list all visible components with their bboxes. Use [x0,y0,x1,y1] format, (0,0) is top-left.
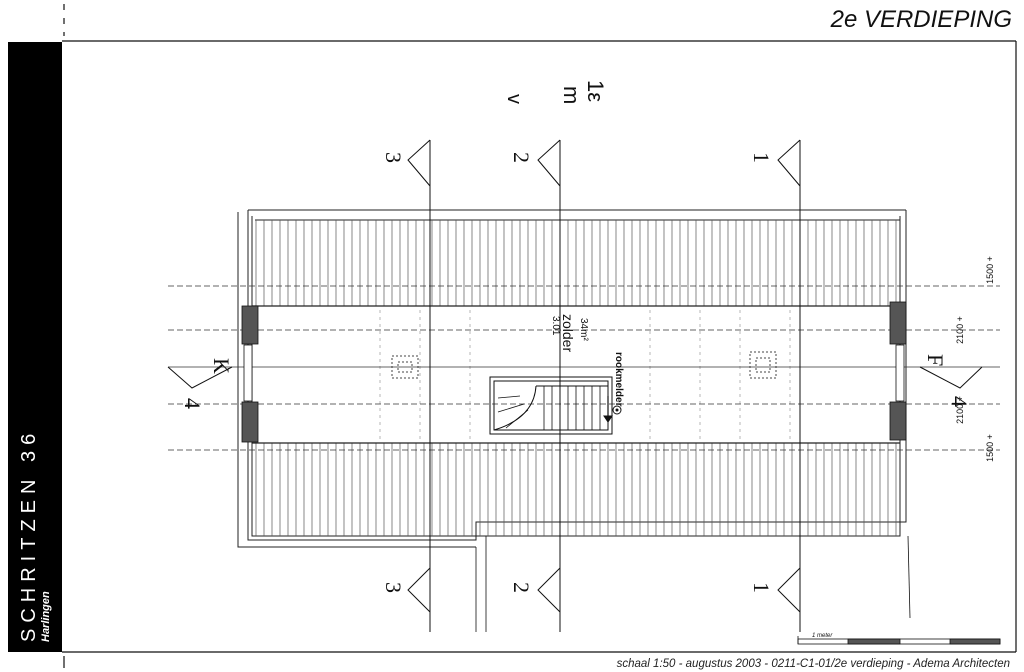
axis-label-top-3: 3 [381,152,406,163]
title-block-sidebar: SCHRITZEN 36 Harlingen [8,42,62,652]
axis-label-top-2: 2 [509,152,534,163]
room-area: 34m² [578,318,589,341]
smoke-detector-icon [612,405,622,415]
attic-floor-lines [379,310,791,440]
dimension-label-1: 1500 + [985,256,995,284]
section-letter-left: K [209,358,234,374]
mark-e: 1ε [583,80,608,102]
smoke-detector-center [615,408,619,412]
skylight-left [391,355,419,379]
section-letter-right: F [923,354,948,366]
smoke-detector-label: rookmelder [613,352,624,407]
axis-markers-bottom [407,567,801,613]
mark-m: m [559,86,584,104]
building-outline [237,209,907,548]
section-number-left: 4 [180,398,205,409]
dimension-label-2: 2100 + [955,316,965,344]
axis-label-bottom-3: 3 [381,582,406,593]
section-marker-left-arrow [167,366,233,389]
staircase [489,376,613,435]
axis-label-bottom-2: 2 [509,582,534,593]
roof-tiles-bottom [255,443,897,536]
wall-columns [241,301,907,443]
dimension-label-3: 2100 + [955,396,965,424]
axis-markers-top [407,139,801,187]
page-title: 2e VERDIEPING [830,6,1012,33]
scale-bar-label: 1 meter [812,633,833,639]
scale-bar [797,636,1001,645]
axis-label-bottom-1: 1 [749,582,774,593]
room-height: 3.01 [550,316,561,336]
outline-line-right [907,535,911,619]
window-frames [243,344,905,402]
room-name: zolder [560,314,576,352]
roof-tiles-top [255,220,897,306]
dimension-label-4: 1500 + [985,434,995,462]
mark-v: v [503,94,525,104]
section-number-right: 4 [947,396,972,407]
section-marker-right-arrow [919,366,983,389]
drawing-caption: schaal 1:50 - augustus 2003 - 0211-C1-01… [616,658,1010,670]
axis-label-top-1: 1 [749,152,774,163]
skylight-right [749,351,777,379]
